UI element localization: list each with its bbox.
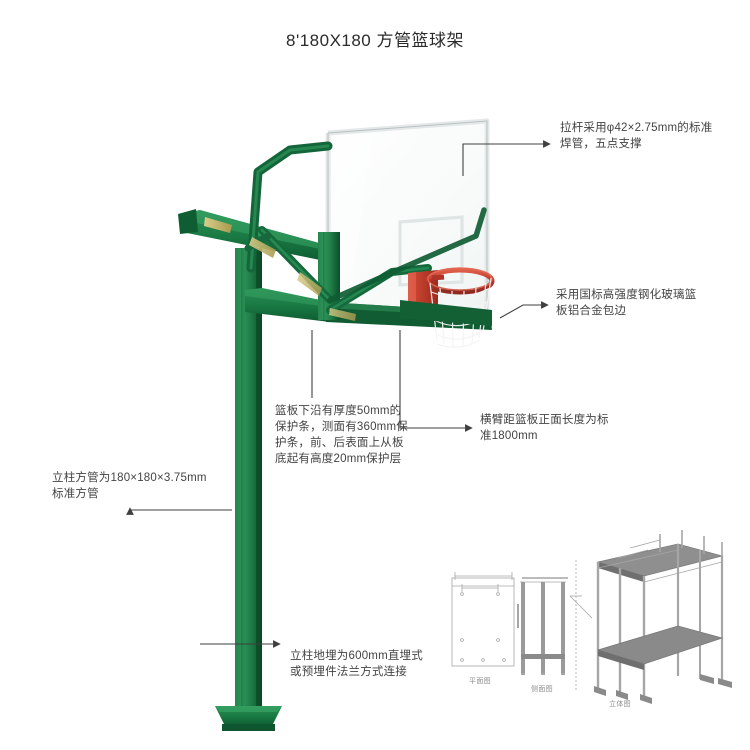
annotation-foundation: 立柱地埋为600mm直埋式或预埋件法兰方式连接: [290, 650, 423, 678]
rim-support: [400, 300, 492, 326]
cad-plan-view: [451, 572, 519, 667]
main-column: [235, 248, 262, 708]
annotation-backboard-material: 采用国标高强度钢化玻璃篮板铝合金包边: [556, 289, 697, 317]
cad-caption-plan: 平面图: [469, 678, 491, 685]
annotation-pull-rod: 拉杆采用φ42×2.75mm的标准焊管，五点支撑: [560, 122, 713, 150]
cad-caption-iso: 立体图: [609, 701, 631, 708]
annotation-column-spec: 立柱方管为180×180×3.75mm标准方管: [52, 472, 207, 500]
annotation-protector-strip: 篮板下沿有厚度50mm的保护条，测面有360mm保护条，前、后表面上从板底起有高…: [275, 405, 408, 465]
cad-caption-side: 侧面图: [531, 686, 553, 693]
lower-arm: [245, 288, 330, 322]
page-title: 8'180X180 方管篮球架: [286, 31, 464, 50]
cad-side-view: [520, 577, 568, 675]
basketball-rim: [425, 267, 495, 295]
pull-rod: [244, 141, 487, 321]
base-plate: [215, 706, 282, 731]
annotation-arm-length: 横臂距篮板正面长度为标准1800mm: [480, 414, 609, 442]
cad-isometric-view: [569, 530, 732, 704]
